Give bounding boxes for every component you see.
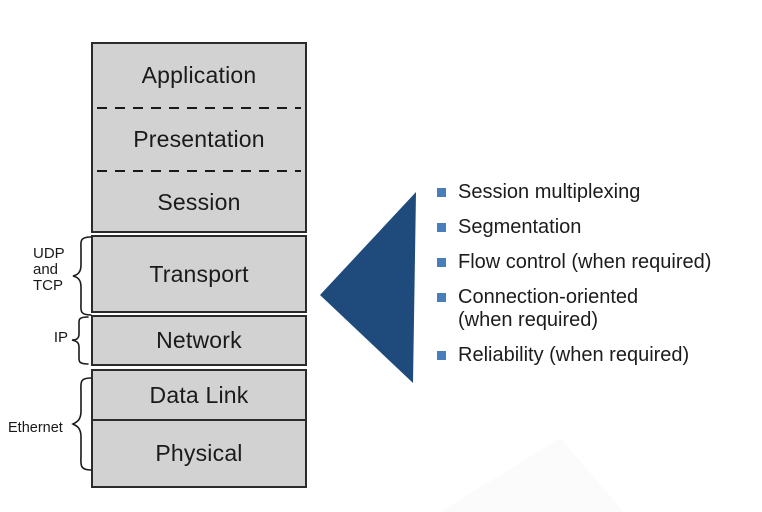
label-udp-tcp-line2: and xyxy=(33,261,59,278)
label-udp-tcp-line1: UDP xyxy=(33,245,65,262)
label-udp-tcp-line3: TCP xyxy=(33,277,63,294)
solid-divider xyxy=(93,419,305,421)
list-item: Connection-oriented (when required) xyxy=(437,286,711,332)
bullet-square-icon xyxy=(437,188,446,197)
brace-transport xyxy=(72,236,92,316)
layer-data-link-label: Data Link xyxy=(149,381,249,408)
layer-network-label: Network xyxy=(156,327,242,353)
layer-presentation-label: Presentation xyxy=(133,125,265,152)
layer-presentation: Presentation xyxy=(93,108,305,172)
list-item: Flow control (when required) xyxy=(437,251,711,274)
watermark-shape xyxy=(440,438,624,512)
list-item-label: Connection-oriented (when required) xyxy=(458,286,639,331)
layer-physical: Physical xyxy=(93,421,305,486)
dashed-divider xyxy=(97,170,301,172)
label-ip: IP xyxy=(53,329,68,346)
layer-application: Application xyxy=(93,44,305,108)
bullet-square-icon xyxy=(437,351,446,360)
bullet-square-icon xyxy=(437,258,446,267)
layer-application-label: Application xyxy=(141,62,257,89)
callout-triangle-icon xyxy=(320,192,416,383)
transport-functions-list: Session multiplexing Segmentation Flow c… xyxy=(437,181,711,379)
list-item: Segmentation xyxy=(437,216,711,239)
brace-ethernet xyxy=(71,377,92,471)
layer-physical-label: Physical xyxy=(155,440,243,466)
label-ethernet: Ethernet xyxy=(8,420,63,436)
lower-box: Data Link Physical xyxy=(91,369,307,488)
list-item: Reliability (when required) xyxy=(437,344,711,367)
label-udp-tcp: UDP and TCP xyxy=(33,246,65,294)
dashed-divider xyxy=(97,107,301,109)
layer-transport-label: Transport xyxy=(149,260,249,287)
layer-session-label: Session xyxy=(157,189,241,216)
list-item-label: Segmentation xyxy=(458,216,582,238)
layer-session: Session xyxy=(93,171,305,235)
list-item-label: Reliability (when required) xyxy=(458,344,690,366)
osi-upper-box: Application Presentation Session xyxy=(91,42,307,233)
brace-network xyxy=(71,316,89,365)
bullet-square-icon xyxy=(437,293,446,302)
layer-network: Network xyxy=(91,315,307,366)
bullet-square-icon xyxy=(437,223,446,232)
layer-transport: Transport xyxy=(91,235,307,313)
list-item-label: Session multiplexing xyxy=(458,181,641,203)
layer-data-link: Data Link xyxy=(93,371,305,419)
list-item: Session multiplexing xyxy=(437,181,711,204)
list-item-label: Flow control (when required) xyxy=(458,251,712,273)
